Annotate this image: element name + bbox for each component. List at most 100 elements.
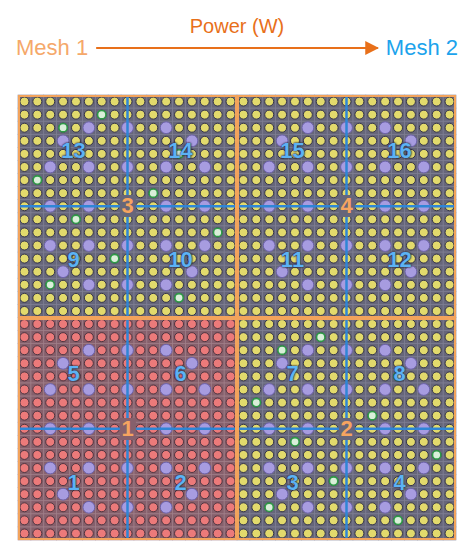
pin-cell (134, 187, 147, 200)
pin-cell (263, 278, 276, 291)
fuel-pin (213, 136, 222, 145)
pin-cell (147, 226, 160, 239)
fuel-pin (20, 411, 29, 420)
fuel-pin (187, 372, 196, 381)
pin-cell (160, 121, 173, 134)
pin-cell (57, 226, 70, 239)
fuel-pin (33, 254, 42, 263)
fuel-pin (149, 450, 158, 459)
pin-cell (134, 291, 147, 304)
fuel-pin (226, 228, 235, 237)
fuel-pin (97, 293, 106, 302)
pin-cell (417, 461, 430, 474)
fuel-pin (290, 162, 299, 171)
fuel-pin (110, 437, 119, 446)
fuel-pin (394, 110, 403, 119)
pin-cell (198, 409, 211, 422)
fuel-pin (71, 385, 80, 394)
pin-cell (44, 147, 57, 160)
pin-cell (314, 147, 327, 160)
fuel-pin (162, 529, 171, 538)
fuel-pin (20, 267, 29, 276)
fuel-pin (33, 503, 42, 512)
pin-cell (31, 121, 44, 134)
pin-cell (327, 344, 340, 357)
fuel-pin (187, 411, 196, 420)
fuel-pin (199, 240, 211, 252)
fuel-pin (200, 176, 209, 185)
pin-cell (57, 108, 70, 121)
fuel-pin (136, 450, 145, 459)
fuel-pin (59, 529, 68, 538)
fuel-pin (394, 123, 403, 132)
fuel-pin (187, 437, 196, 446)
fuel-pin (200, 97, 209, 106)
fuel-pin (162, 490, 171, 499)
pin-cell (211, 396, 224, 409)
fuel-pin (226, 490, 235, 499)
fuel-pin (149, 215, 158, 224)
fuel-pin (59, 215, 68, 224)
pin-cell (379, 370, 392, 383)
fuel-pin (432, 176, 441, 185)
fuel-pin (445, 110, 454, 119)
fuel-pin (200, 437, 209, 446)
fuel-pin (149, 241, 158, 250)
pin-cell (211, 174, 224, 187)
fuel-pin (302, 122, 314, 134)
fuel-pin (149, 176, 158, 185)
fuel-pin (419, 189, 428, 198)
pin-cell (108, 488, 121, 501)
pin-cell (417, 291, 430, 304)
fuel-pin (59, 228, 68, 237)
pin-cell (430, 265, 443, 278)
pin-cell (263, 291, 276, 304)
fuel-pin (239, 293, 248, 302)
fuel-pin (110, 346, 119, 355)
pin-cell (289, 344, 302, 357)
fuel-pin (200, 450, 209, 459)
pin-cell (430, 461, 443, 474)
pin-cell (366, 331, 379, 344)
fuel-pin (303, 110, 312, 119)
fuel-pin (445, 254, 454, 263)
pin-cell (147, 370, 160, 383)
fuel-pin (394, 162, 403, 171)
pin-cell (134, 370, 147, 383)
fuel-pin (110, 149, 119, 158)
pin-cell (430, 383, 443, 396)
fuel-pin (187, 110, 196, 119)
pin-cell (211, 448, 224, 461)
fuel-assembly (237, 95, 456, 318)
pin-cell (263, 187, 276, 200)
fuel-pin (278, 228, 287, 237)
pin-cell (82, 265, 95, 278)
pin-cell (211, 187, 224, 200)
fuel-pin (44, 384, 56, 396)
fuel-pin (187, 228, 196, 237)
pin-cell (211, 514, 224, 527)
fuel-pin (97, 437, 106, 446)
pin-cell (327, 370, 340, 383)
pin-cell (160, 160, 173, 173)
fuel-pin (432, 215, 441, 224)
pin-cell (211, 331, 224, 344)
pin-cell (211, 134, 224, 147)
fuel-pin (175, 529, 184, 538)
fuel-pin (46, 293, 55, 302)
fuel-pin (355, 241, 364, 250)
pin-cell (276, 121, 289, 134)
fuel-pin (355, 176, 364, 185)
pin-cell (44, 278, 57, 291)
fuel-pin (226, 176, 235, 185)
pin-cell (366, 383, 379, 396)
fuel-pin (33, 385, 42, 394)
assembly-ground (18, 318, 237, 541)
pin-cell (263, 134, 276, 147)
pin-cell (147, 252, 160, 265)
pin-cell (173, 213, 186, 226)
pin-cell (108, 278, 121, 291)
fuel-pin (406, 280, 415, 289)
fuel-pin (175, 306, 184, 315)
pin-cell (31, 435, 44, 448)
